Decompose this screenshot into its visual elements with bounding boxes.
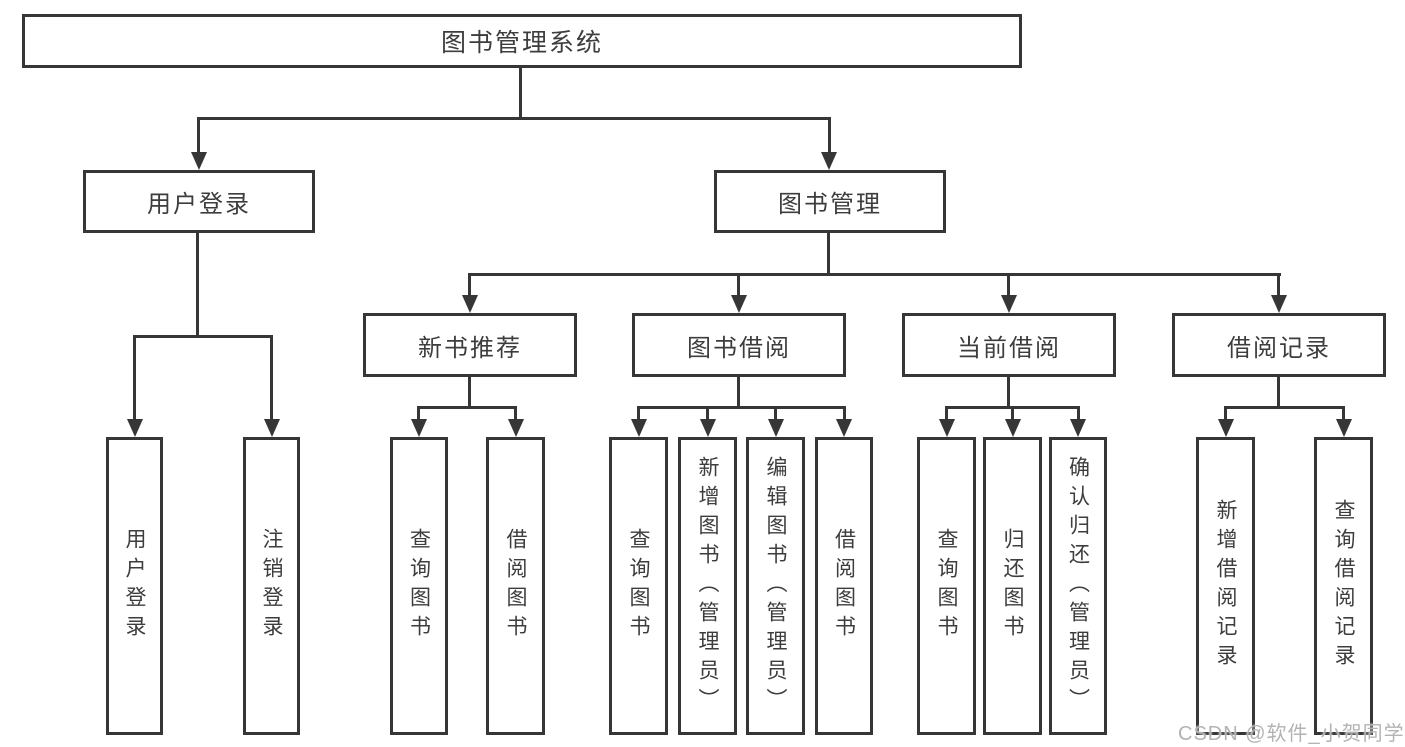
arrow-down-icon bbox=[191, 152, 207, 170]
connector-line bbox=[133, 335, 273, 338]
leaf-nb-query-book: 查询图书 bbox=[390, 437, 448, 735]
connector-line bbox=[1342, 406, 1345, 422]
leaf-logout: 注销登录 bbox=[243, 437, 300, 735]
connector-line bbox=[1011, 406, 1014, 422]
connector-line bbox=[1007, 377, 1010, 409]
connector-line bbox=[468, 377, 471, 409]
leaf-nb-borrow-book: 借阅图书 bbox=[486, 437, 545, 735]
connector-line bbox=[828, 117, 831, 155]
connector-line bbox=[468, 273, 1281, 276]
node-book-management: 图书管理 bbox=[714, 170, 946, 233]
arrow-down-icon bbox=[1218, 419, 1234, 437]
arrow-down-icon bbox=[821, 152, 837, 170]
connector-line bbox=[270, 335, 273, 422]
arrow-down-icon bbox=[127, 419, 143, 437]
node-root: 图书管理系统 bbox=[22, 14, 1022, 68]
arrow-down-icon bbox=[411, 419, 427, 437]
connector-line bbox=[514, 406, 517, 422]
connector-line bbox=[1007, 273, 1010, 298]
leaf-br-add-record: 新增借阅记录 bbox=[1196, 437, 1255, 735]
node-borrow-records: 借阅记录 bbox=[1172, 313, 1386, 377]
connector-line bbox=[774, 406, 777, 422]
connector-line bbox=[417, 406, 420, 422]
connector-line bbox=[1224, 406, 1227, 422]
connector-line bbox=[827, 233, 830, 273]
connector-line bbox=[197, 117, 831, 120]
arrow-down-icon bbox=[768, 419, 784, 437]
connector-line bbox=[637, 406, 640, 422]
arrow-down-icon bbox=[631, 419, 647, 437]
arrow-down-icon bbox=[1336, 419, 1352, 437]
arrow-down-icon bbox=[939, 419, 955, 437]
arrow-down-icon bbox=[731, 295, 747, 313]
node-user-login: 用户登录 bbox=[83, 170, 315, 233]
leaf-bb-add-book: 新增图书（管理员） bbox=[678, 437, 737, 735]
leaf-cb-return-book: 归还图书 bbox=[983, 437, 1042, 735]
connector-line bbox=[737, 273, 740, 298]
leaf-bb-borrow-book: 借阅图书 bbox=[815, 437, 873, 735]
leaf-user-login: 用户登录 bbox=[106, 437, 163, 735]
connector-line bbox=[706, 406, 709, 422]
leaf-cb-query-book: 查询图书 bbox=[917, 437, 976, 735]
arrow-down-icon bbox=[1070, 419, 1086, 437]
connector-line bbox=[197, 117, 200, 155]
arrow-down-icon bbox=[1271, 295, 1287, 313]
node-current-borrow: 当前借阅 bbox=[902, 313, 1116, 377]
connector-line bbox=[133, 335, 136, 422]
connector-line bbox=[196, 233, 199, 335]
connector-line bbox=[945, 406, 948, 422]
connector-line bbox=[417, 406, 517, 409]
leaf-bb-query-book: 查询图书 bbox=[609, 437, 668, 735]
connector-line bbox=[1224, 406, 1345, 409]
arrow-down-icon bbox=[264, 419, 280, 437]
connector-line bbox=[1277, 273, 1280, 298]
arrow-down-icon bbox=[836, 419, 852, 437]
arrow-down-icon bbox=[1005, 419, 1021, 437]
leaf-bb-edit-book: 编辑图书（管理员） bbox=[746, 437, 805, 735]
arrow-down-icon bbox=[508, 419, 524, 437]
leaf-cb-confirm-return: 确认归还（管理员） bbox=[1049, 437, 1107, 735]
connector-line bbox=[468, 273, 471, 298]
node-book-borrow: 图书借阅 bbox=[632, 313, 846, 377]
leaf-br-query-record: 查询借阅记录 bbox=[1314, 437, 1373, 735]
watermark: CSDN @软件_小贺同学 bbox=[1178, 723, 1405, 745]
connector-line bbox=[519, 68, 522, 117]
connector-line bbox=[1077, 406, 1080, 422]
arrow-down-icon bbox=[462, 295, 478, 313]
arrow-down-icon bbox=[1001, 295, 1017, 313]
connector-line bbox=[737, 377, 740, 409]
connector-line bbox=[843, 406, 846, 422]
arrow-down-icon bbox=[700, 419, 716, 437]
connector-line bbox=[1277, 377, 1280, 409]
connector-line bbox=[637, 406, 846, 409]
node-new-book-recommend: 新书推荐 bbox=[363, 313, 577, 377]
